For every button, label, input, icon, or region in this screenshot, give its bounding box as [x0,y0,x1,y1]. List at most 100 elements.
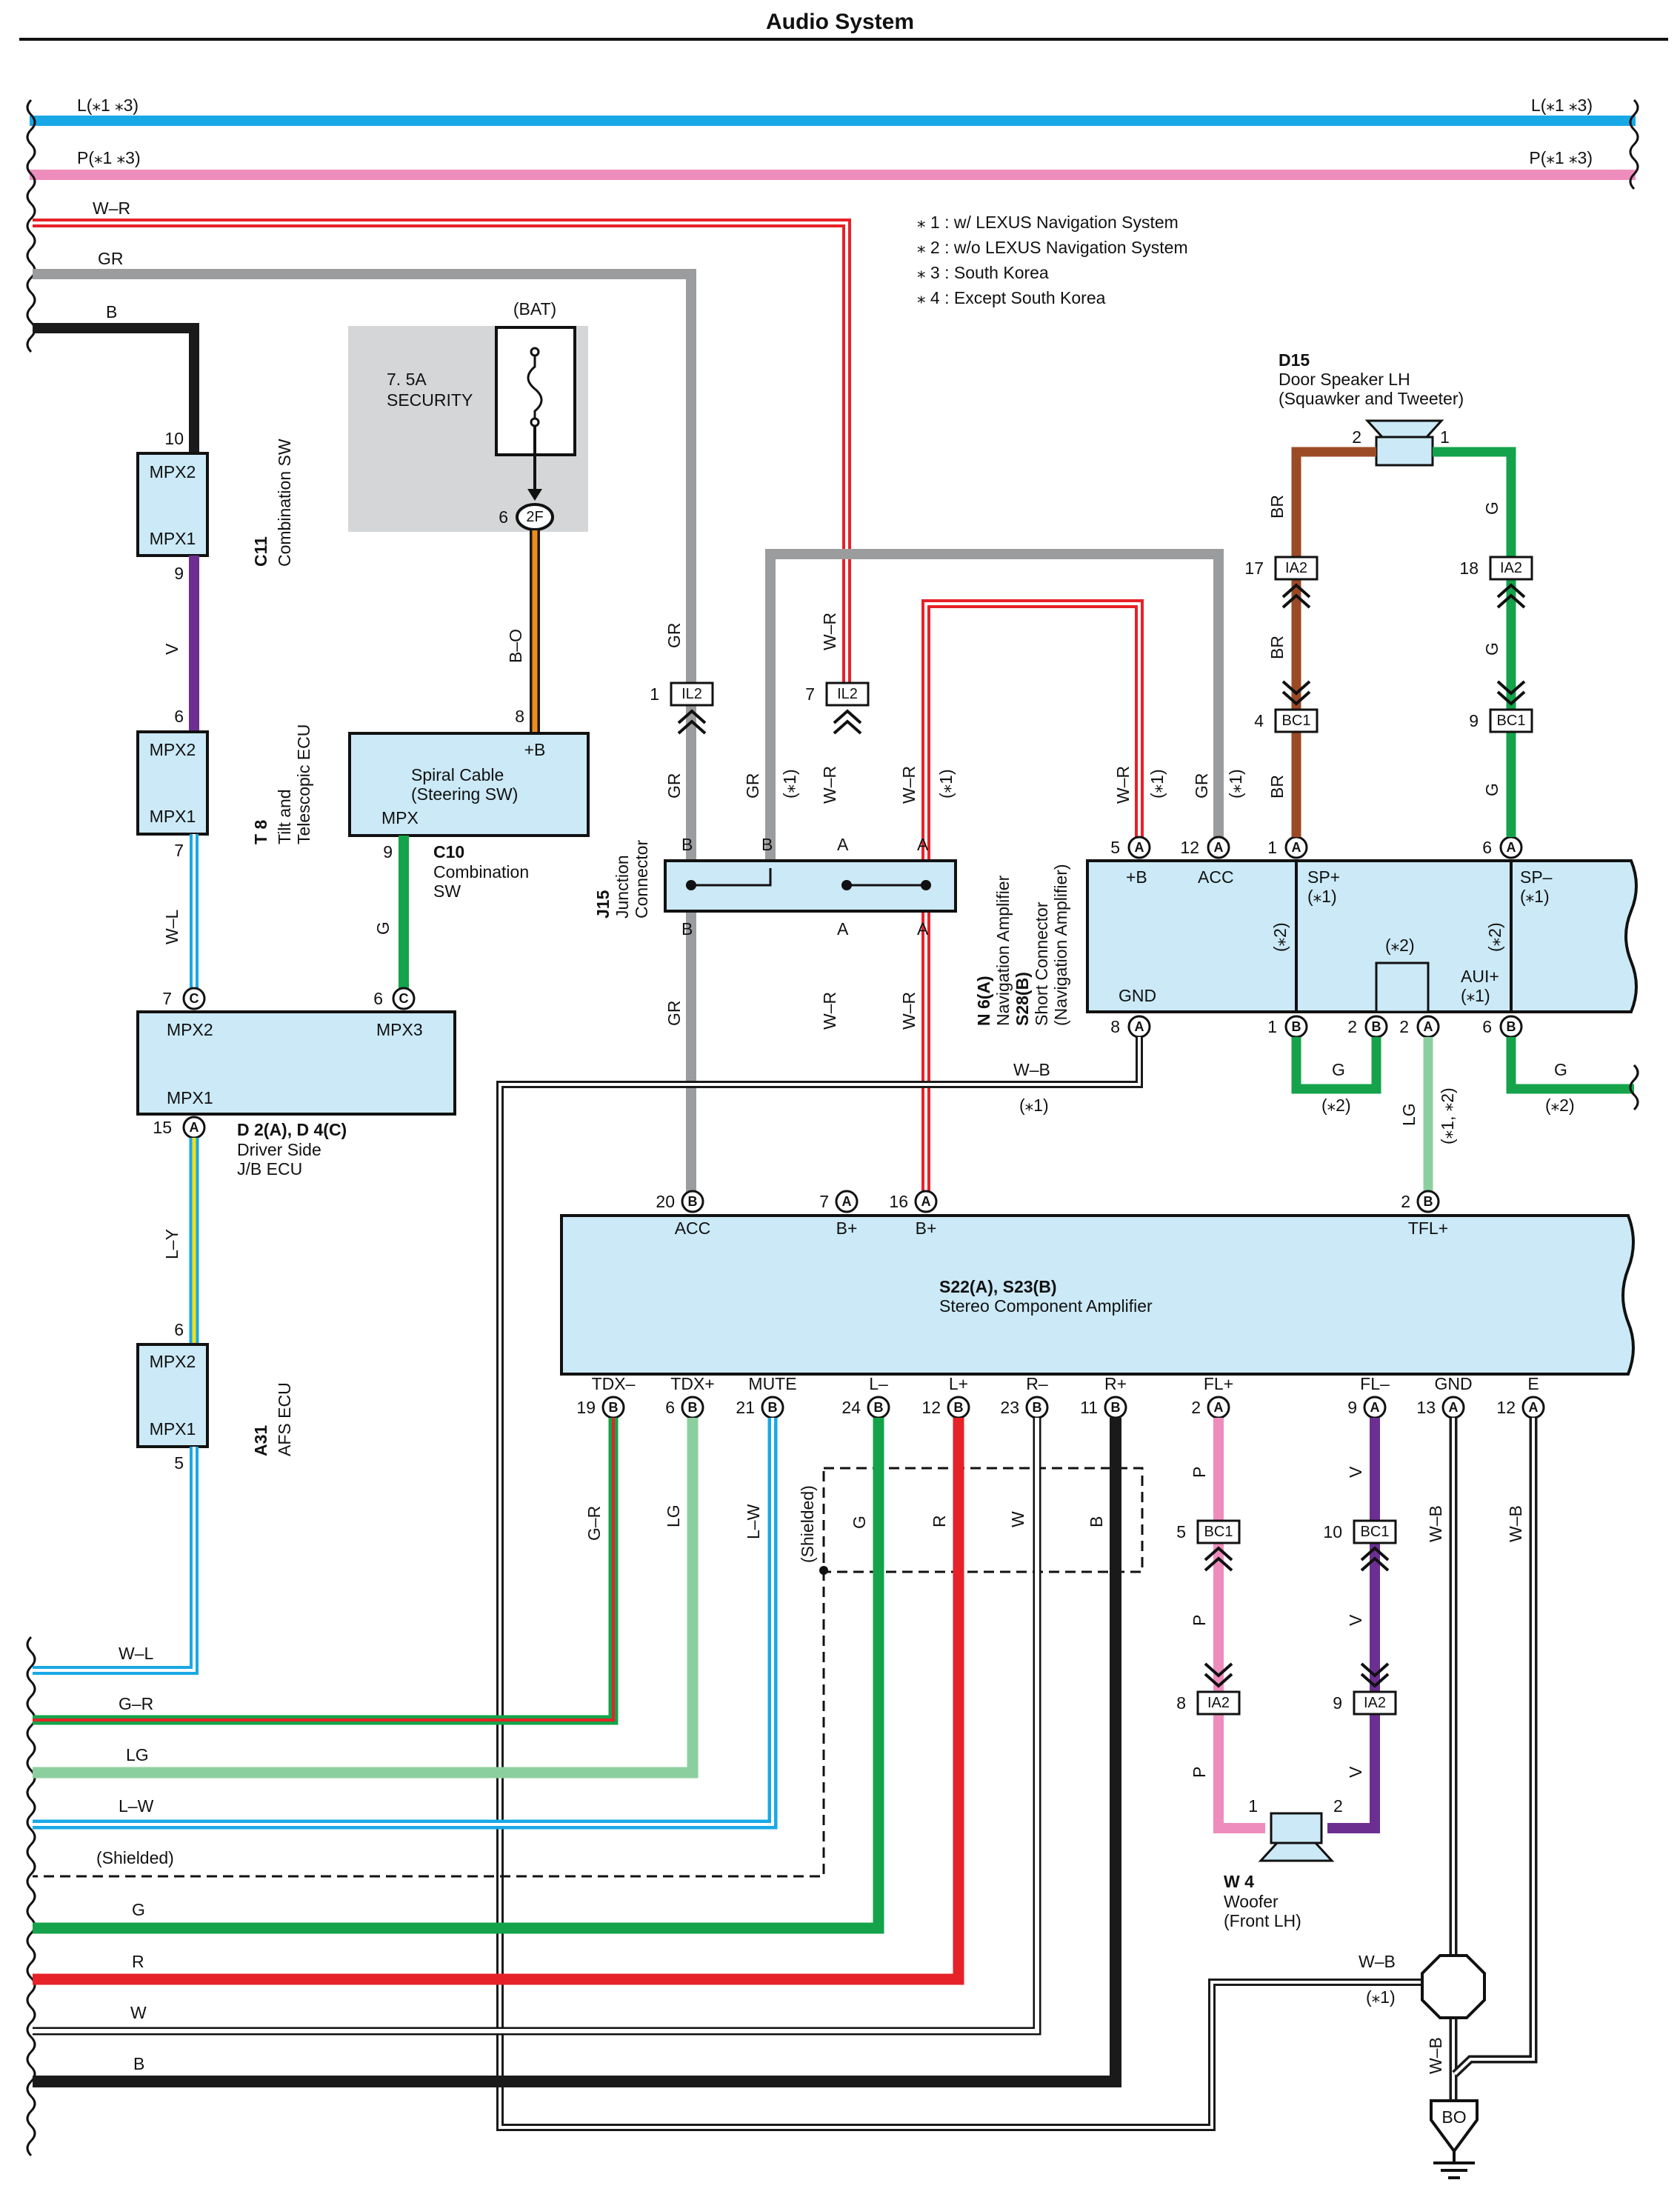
top-bus-p-right-label: P(⁎1 ⁎3) [1529,148,1593,167]
il2-7-pin: 7 [805,684,815,704]
label-n1-d: (⁎1) [1226,769,1245,799]
bottom-bus-labels: W–L G–R LG L–W (Shielded) G R W B [96,1644,174,2073]
bc1-4-code: BC1 [1282,713,1311,729]
ground-code: BO [1441,2107,1466,2127]
label-wr-1: W–R [820,613,839,650]
splice-wb-label: W–B [1359,1952,1396,1971]
wire-wr-main: W–R [33,199,851,702]
wire-gr-loop [765,549,1224,884]
bus-label-r: R [132,1952,144,1971]
label-wr-2: W–R [820,766,839,804]
connector-bc1-5: BC1 5 [1176,1519,1241,1572]
component-j15: B B A A B A A J15 Junction Connector [593,835,957,939]
c10-code: C10 [433,842,464,861]
nav-aui-note: (⁎1) [1461,986,1490,1005]
wire-v-label-3: V [1346,1766,1365,1778]
splice-wb-note: (⁎1) [1366,1987,1396,2007]
wire-w-rminus: W [33,1418,1041,2036]
component-t8: MPX2 MPX1 6 7 T 8 Tilt and Telescopic EC… [136,707,313,860]
stereo-bottom-pin-letter: A [1529,1400,1539,1415]
stereo-bottom-pin-name: L+ [949,1374,968,1393]
stereo-bottom-pin-letter: B [874,1400,884,1415]
note-1: ⁎ 1 : w/ LEXUS Navigation System [917,213,1179,232]
fuse-pin-num: 6 [499,507,508,527]
nav-spm-note: (⁎1) [1520,887,1550,906]
bus-label-wl: W–L [119,1644,154,1663]
nav-plus-b: +B [1126,867,1147,887]
t8-mpx2: MPX2 [150,740,196,759]
stereo-top-pin-letter: B [688,1194,698,1209]
wire-g-sp-label-2: G [1482,642,1501,656]
d15-p1: 1 [1440,427,1450,447]
top-bus-p-left-label: P(⁎1 ⁎3) [77,148,141,167]
c10-name1: Combination [433,862,529,881]
d15-name1: Door Speaker LH [1279,370,1410,389]
splice-joint: W–B (⁎1) [1359,1952,1486,2019]
a31-mpx1: MPX1 [150,1419,196,1439]
stereo-bottom-pin-name: MUTE [748,1374,796,1393]
wire-g-right-note: (⁎2) [1545,1096,1575,1115]
stereo-bottom-pin-name: GND [1434,1374,1472,1393]
d15-name2: (Squawker and Tweeter) [1279,389,1464,408]
c10-text2: (Steering SW) [411,784,518,804]
label-n1-b: (⁎1) [936,769,956,799]
wire-p-woofer: P P P [1190,1418,1265,1833]
j15-name1: Junction [613,855,632,919]
j15-a4: A [917,919,929,939]
wire-wl-t8-d2: W–L [162,834,199,1000]
fuse-name: SECURITY [387,390,473,410]
stereo-top-pin-name: TFL+ [1408,1219,1448,1238]
d2-pin-mpx3: 6 [373,989,383,1008]
wire-p-label-1: P [1190,1467,1209,1478]
bc1-10-code: BC1 [1361,1524,1390,1540]
wire-p-label-2: P [1190,1615,1209,1626]
ia2-9-pin: 9 [1333,1693,1342,1713]
wire-wb-nav-gnd: W–B (⁎1) [496,1037,1425,2131]
d2-code: D 2(A), D 4(C) [237,1120,347,1139]
stereo-top-pin-letter: A [842,1194,852,1209]
stereo-bottom-pin-name: FL+ [1204,1374,1233,1393]
wire-v-c11-t8: V [162,556,199,732]
stereo-code: S22(A), S23(B) [939,1277,1056,1296]
wire-wl-bottom [33,1447,199,1675]
nav-code2: S28(B) [1013,972,1032,1026]
d2-let-mpx1: A [190,1120,199,1135]
wire-wb-nav-note: (⁎1) [1019,1096,1049,1115]
connector-bc1-4: BC1 4 [1254,680,1319,733]
nav-p8-let: A [1135,1019,1144,1034]
wire-g-c10-d2: G [373,836,409,1000]
wire-r-label: R [930,1515,949,1527]
nav-name2: Short Connector [1032,901,1051,1026]
c11-pin-top: 10 [164,429,184,448]
note-3: ⁎ 3 : South Korea [917,263,1049,282]
wire-lg-aui-tfl: LG (⁎1, ⁎2) [1399,1037,1457,1196]
label-gr-1: GR [664,623,684,649]
stereo-bottom-pins: B19TDX–B6TDX+B21MUTEB24L–B12L+B23R–B11R+… [576,1374,1545,1419]
il2-1-pin: 1 [650,684,659,704]
stereo-top-pin-name: B+ [836,1219,858,1238]
ia2-8-pin: 8 [1176,1693,1186,1713]
j15-b1: B [681,835,693,854]
label-wr-6: W–R [1113,766,1133,804]
connector-ia2-9: IA2 9 [1333,1662,1397,1716]
stereo-bottom-pin-name: R– [1026,1374,1048,1393]
stereo-bottom-pin-name: R+ [1104,1374,1127,1393]
component-stereo-amp: S22(A), S23(B) Stereo Component Amplifie… [560,1214,1635,1376]
nav-pb1: 1 [1267,1017,1277,1036]
wire-wl-label: W–L [162,910,181,945]
j15-a1: A [837,835,849,854]
a31-name: AFS ECU [275,1382,294,1456]
nav-spp: SP+ [1307,867,1340,887]
wire-r-lplus: R [33,1418,964,1985]
nav-spp-note: (⁎1) [1307,887,1337,906]
shield-line: (Shielded) [33,1467,1144,1878]
d2-let-mpx2: C [190,991,199,1006]
wire-b-rplus-label: B [1087,1516,1106,1527]
